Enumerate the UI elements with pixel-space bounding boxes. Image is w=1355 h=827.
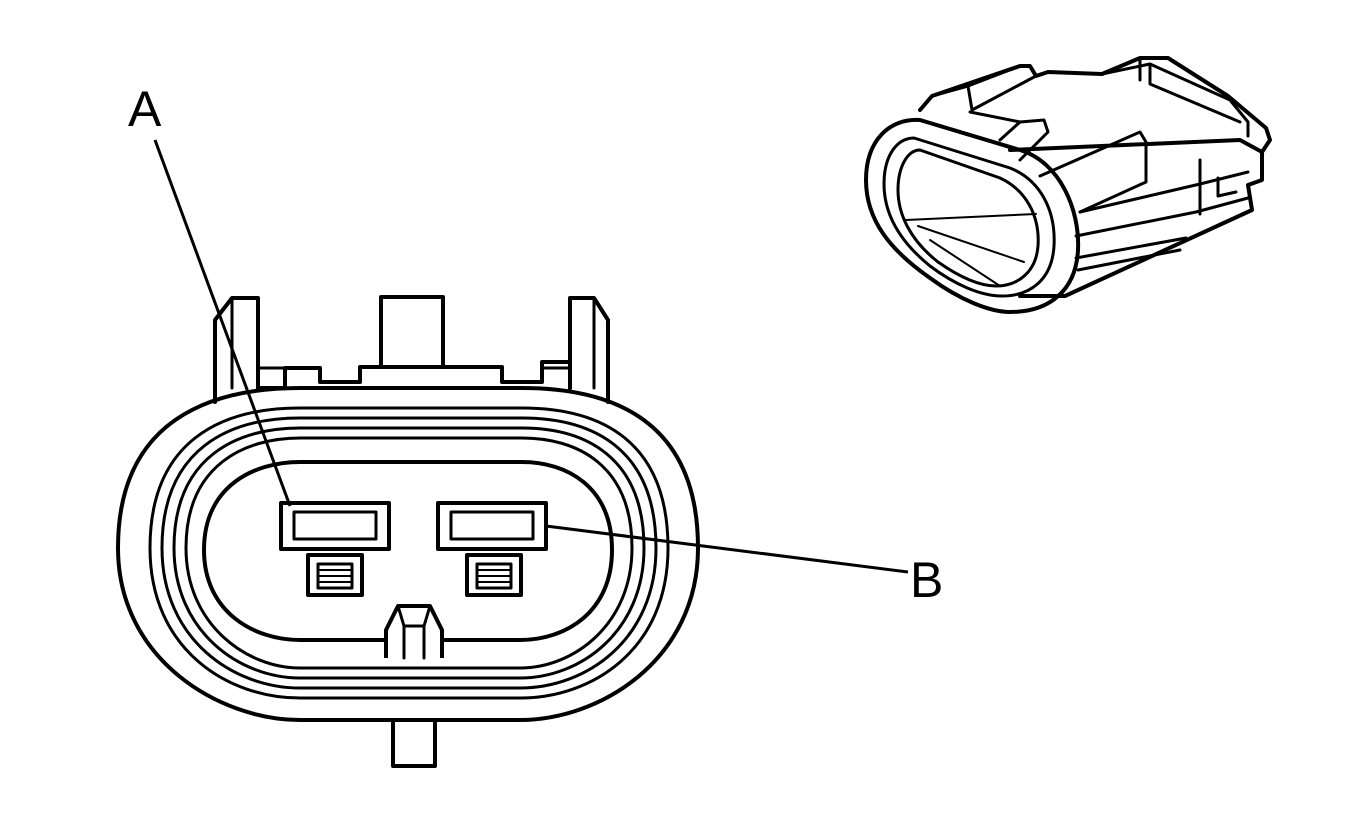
connector-outer-shell (116, 386, 700, 722)
terminal-cavity-a (279, 501, 391, 597)
connector-latch-housing (213, 295, 610, 404)
connector-seal-rings (148, 406, 670, 700)
terminal-cavity-b (436, 501, 548, 597)
callout-label-b: B (910, 552, 943, 608)
connector-isometric-view (864, 56, 1272, 314)
callout-label-a: A (128, 81, 162, 137)
callout-b-leader (545, 524, 909, 574)
connector-face-view (116, 295, 700, 768)
callout-a-leader (153, 139, 292, 507)
connector-lock-finger (384, 604, 444, 660)
connector-bottom-key (391, 718, 437, 768)
